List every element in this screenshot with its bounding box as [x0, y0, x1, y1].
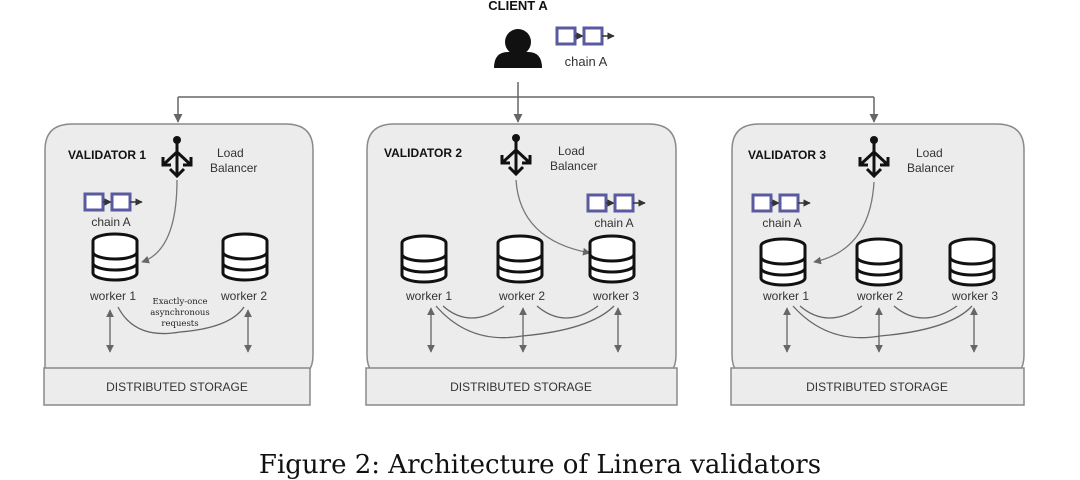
load-balancer-label: Load	[217, 146, 244, 160]
client-title: CLIENT A	[488, 0, 548, 13]
worker-label: worker 2	[220, 289, 267, 303]
storage-box	[365, 367, 678, 406]
database-icon	[948, 237, 996, 287]
worker-label: worker 1	[89, 289, 136, 303]
annotation-text: Exactly-once	[152, 297, 207, 307]
figure-caption: Figure 2: Architecture of Linera validat…	[258, 450, 822, 480]
load-balancer-label: Load	[916, 146, 943, 160]
worker-link	[442, 305, 505, 319]
database-icon	[221, 232, 269, 282]
architecture-diagram: CLIENT A chain A DISTRIBUTED STORAGE VAL…	[43, 0, 1025, 406]
chain-label: chain A	[91, 215, 130, 229]
storage-label: DISTRIBUTED STORAGE	[806, 380, 948, 394]
validator-1: DISTRIBUTED STORAGE VALIDATOR 1 Load Bal…	[43, 123, 314, 406]
load-balancer-label: Load	[558, 144, 585, 158]
validator-3: DISTRIBUTED STORAGE VALIDATOR 3 Load Bal…	[730, 123, 1025, 406]
load-balancer-label: Balancer	[550, 159, 597, 173]
storage-label: DISTRIBUTED STORAGE	[106, 380, 248, 394]
annotation-text: requests	[161, 319, 198, 329]
worker-label: worker 2	[498, 289, 545, 303]
load-balancer-label: Balancer	[907, 161, 954, 175]
worker-link	[117, 306, 245, 335]
worker-label: worker 3	[951, 289, 998, 303]
chain-label: chain A	[762, 216, 801, 230]
annotation-text: asynchronous	[150, 308, 210, 318]
validator-2: DISTRIBUTED STORAGE VALIDATOR 2 Load Bal…	[365, 123, 678, 406]
worker-label: worker 2	[856, 289, 903, 303]
client-a: CLIENT A chain A	[488, 0, 614, 69]
worker-label: worker 1	[762, 289, 809, 303]
client-connectors	[173, 82, 879, 123]
database-icon	[91, 232, 139, 282]
worker-link	[536, 305, 599, 319]
validator-title: VALIDATOR 2	[384, 146, 462, 160]
worker-label: worker 1	[405, 289, 452, 303]
validator-title: VALIDATOR 1	[68, 148, 146, 162]
worker-label: worker 3	[592, 289, 639, 303]
storage-box	[43, 367, 311, 406]
routing-arrow	[515, 179, 591, 256]
routing-arrow	[813, 181, 875, 265]
database-icon	[855, 237, 903, 287]
storage-label: DISTRIBUTED STORAGE	[450, 380, 592, 394]
storage-box	[730, 367, 1025, 406]
load-balancer-label: Balancer	[210, 161, 257, 175]
database-icon	[496, 234, 544, 284]
database-icon	[400, 234, 448, 284]
routing-arrow	[141, 179, 178, 264]
worker-link	[799, 305, 863, 319]
chain-label: chain A	[594, 216, 633, 230]
database-icon	[588, 234, 636, 284]
database-icon	[759, 237, 807, 287]
worker-link	[893, 305, 958, 319]
user-icon	[494, 29, 542, 68]
validator-title: VALIDATOR 3	[748, 148, 826, 162]
client-chain-label: chain A	[565, 54, 608, 69]
chain-icon	[557, 28, 614, 44]
